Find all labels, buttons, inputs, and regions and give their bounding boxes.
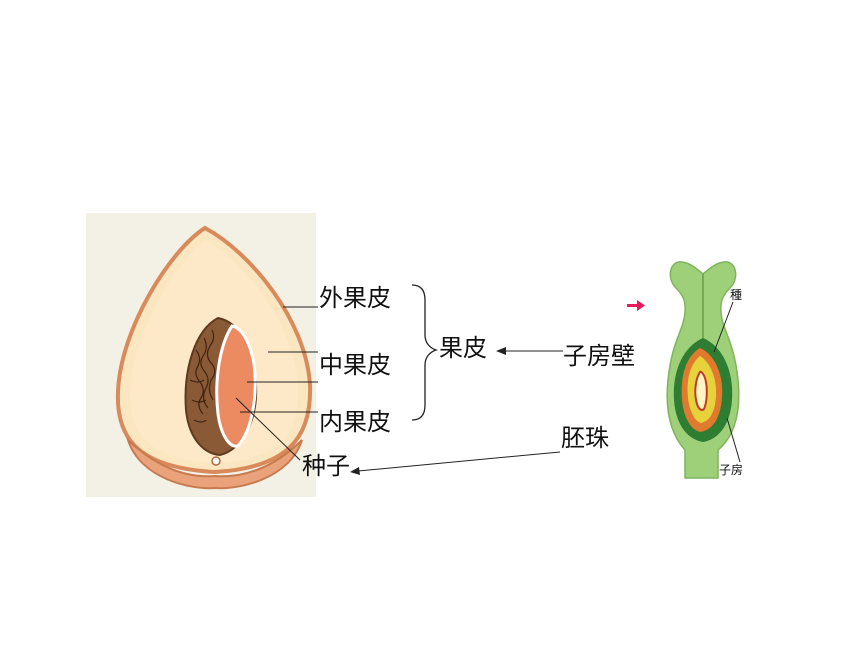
embryo-sac	[694, 370, 708, 411]
label-ovary-wall: 子房壁	[563, 342, 635, 370]
fruit-base	[125, 436, 303, 490]
pericarp-brace	[411, 284, 439, 421]
peach-fruit-illustration	[86, 213, 316, 497]
seed-kernel	[215, 324, 257, 448]
leader-lines	[235, 306, 318, 461]
pink-arrow-icon	[627, 300, 645, 311]
flower-label-bottom: 子房	[719, 463, 744, 477]
flower-label-top: 種	[730, 288, 743, 302]
label-ovule: 胚珠	[561, 424, 609, 452]
ovary-illustration	[627, 200, 756, 480]
label-exocarp: 外果皮	[319, 284, 391, 312]
stem-scar	[211, 456, 221, 466]
arrow-ovule-to-seed	[350, 451, 561, 475]
stone-texture	[189, 329, 216, 423]
label-mesocarp: 中果皮	[319, 351, 391, 379]
label-pericarp: 果皮	[439, 334, 487, 362]
arrow-ovary-wall-to-pericarp	[496, 347, 563, 355]
label-endocarp: 内果皮	[319, 408, 391, 436]
label-seed: 种子	[302, 452, 350, 480]
